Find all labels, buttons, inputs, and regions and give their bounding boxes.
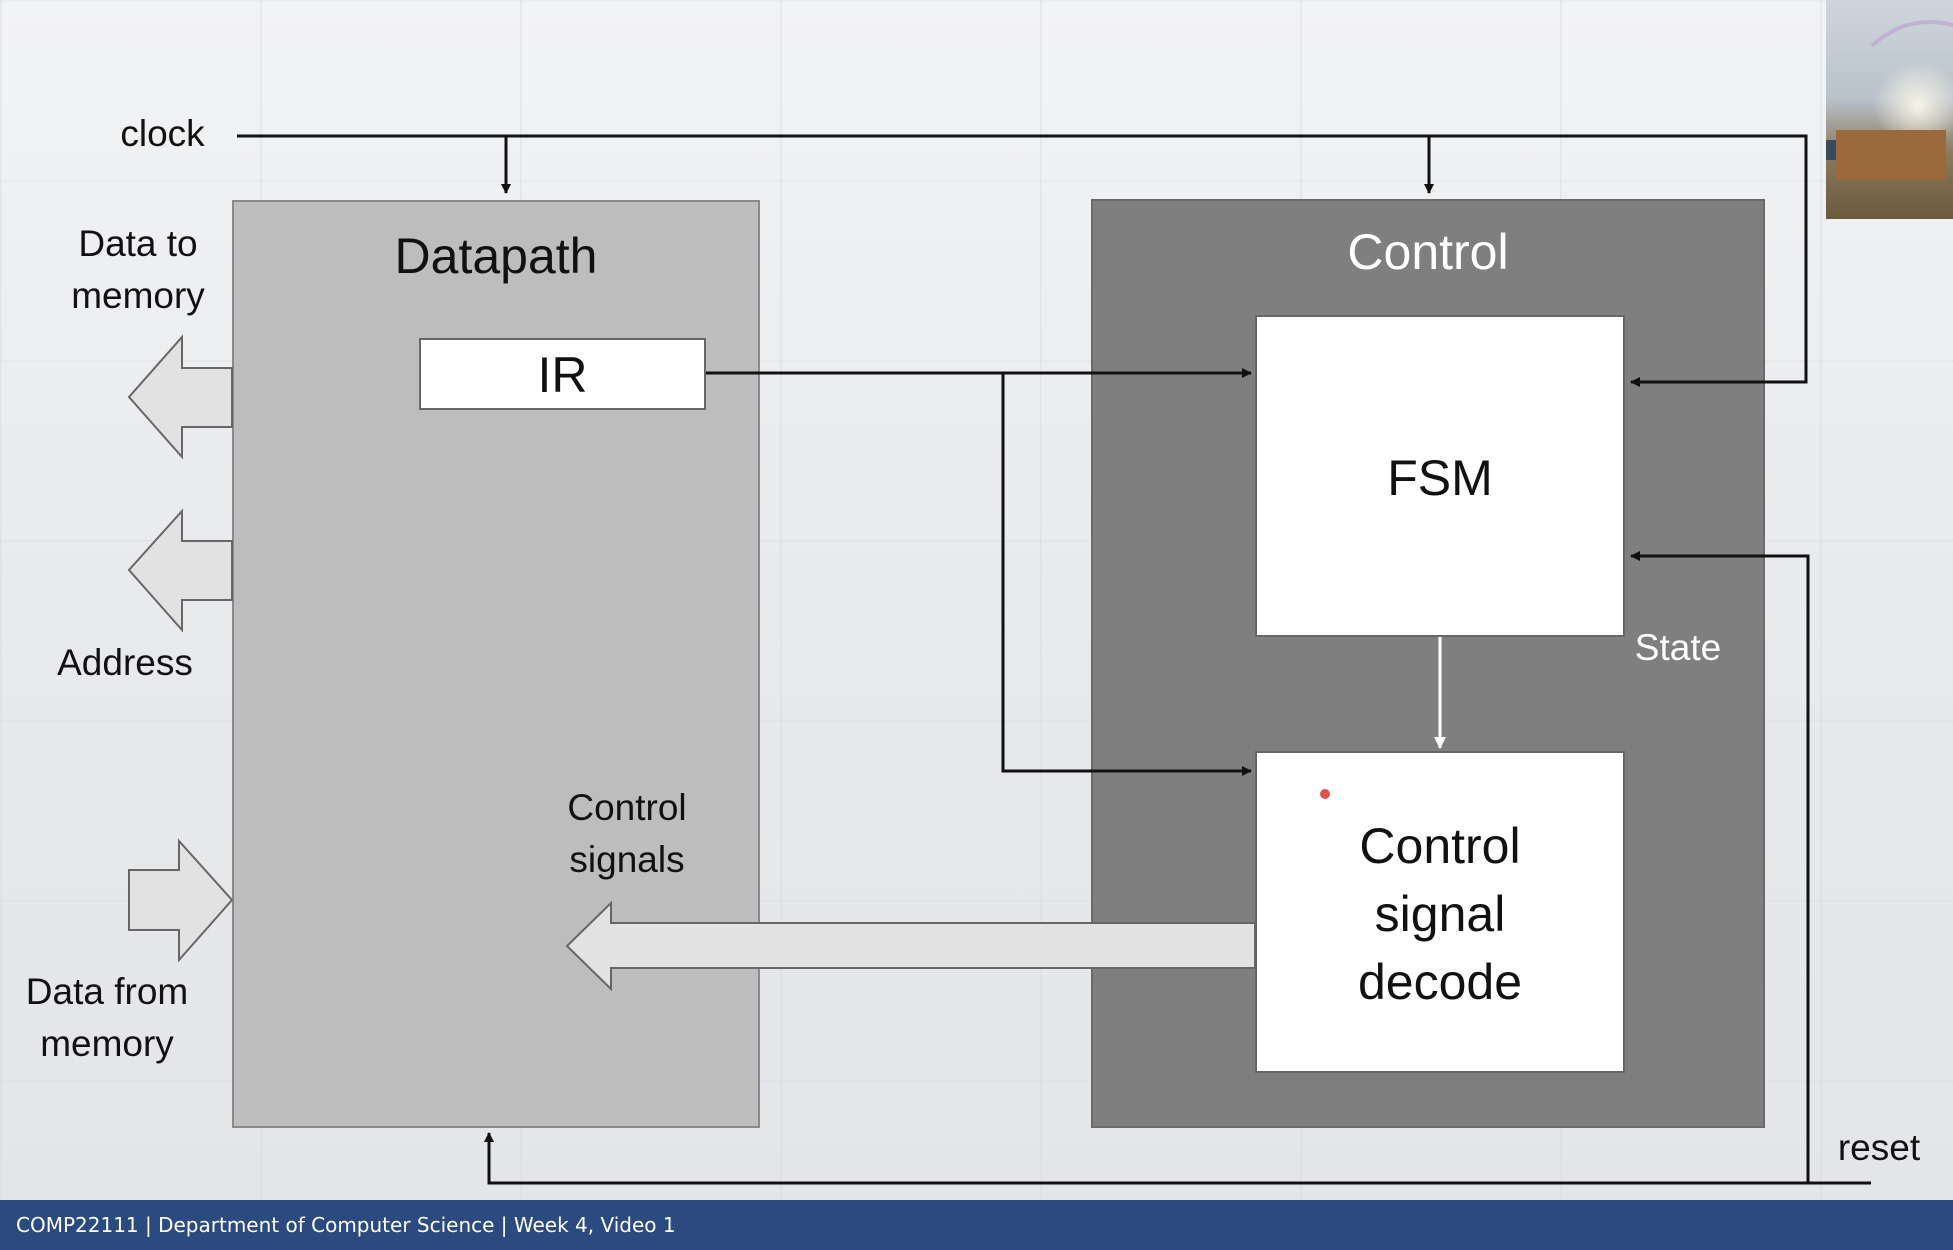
state-label: State	[1634, 627, 1722, 668]
address-label: Address	[57, 642, 193, 683]
ir-to-decode-line	[1001, 373, 1252, 776]
data-to-memory-arrow	[127, 334, 233, 460]
control-signal-decode-box	[1255, 751, 1625, 1073]
control-signals-label-line2: signals	[569, 839, 685, 880]
data-to-memory-label-line1: Data to	[78, 223, 198, 264]
control-signal-decode-line3: decode	[1357, 954, 1523, 1010]
control-title: Control	[1347, 224, 1509, 280]
control-signal-decode-line2: signal	[1374, 886, 1506, 942]
control-signals-label-line1: Control	[567, 787, 687, 828]
data-from-memory-arrow	[128, 838, 234, 963]
control-signals-label: Control signals	[527, 782, 727, 886]
course-footer-text: COMP22111 | Department of Computer Scien…	[16, 1213, 676, 1237]
data-to-memory-label-line2: memory	[71, 275, 205, 316]
data-from-memory-label-line1: Data from	[25, 971, 189, 1012]
ir-register-box	[419, 338, 706, 410]
control-signal-decode-line1: Control	[1359, 818, 1521, 874]
course-footer-bar: COMP22111 | Department of Computer Scien…	[0, 1200, 1953, 1250]
control-signals-arrow	[565, 900, 1256, 992]
reset-label: reset	[1837, 1127, 1921, 1168]
pointer-dot	[1320, 789, 1330, 799]
presenter-webcam-thumbnail	[1826, 0, 1953, 219]
data-from-memory-label: Data from memory	[7, 966, 207, 1070]
datapath-title: Datapath	[394, 228, 598, 284]
address-arrow	[127, 508, 233, 633]
fsm-box	[1255, 315, 1625, 637]
clock-line	[237, 134, 1808, 387]
data-to-memory-label: Data to memory	[38, 218, 238, 322]
ir-label: IR	[537, 347, 588, 403]
control-signal-decode-label: Control signal decode	[1255, 812, 1625, 1016]
clock-label: clock	[120, 113, 205, 154]
reset-line	[484, 1132, 1871, 1185]
data-from-memory-label-line2: memory	[40, 1023, 174, 1064]
fsm-label: FSM	[1387, 450, 1493, 506]
reset-to-fsm-line	[1630, 551, 1810, 1183]
building-image-detail	[1836, 130, 1946, 180]
